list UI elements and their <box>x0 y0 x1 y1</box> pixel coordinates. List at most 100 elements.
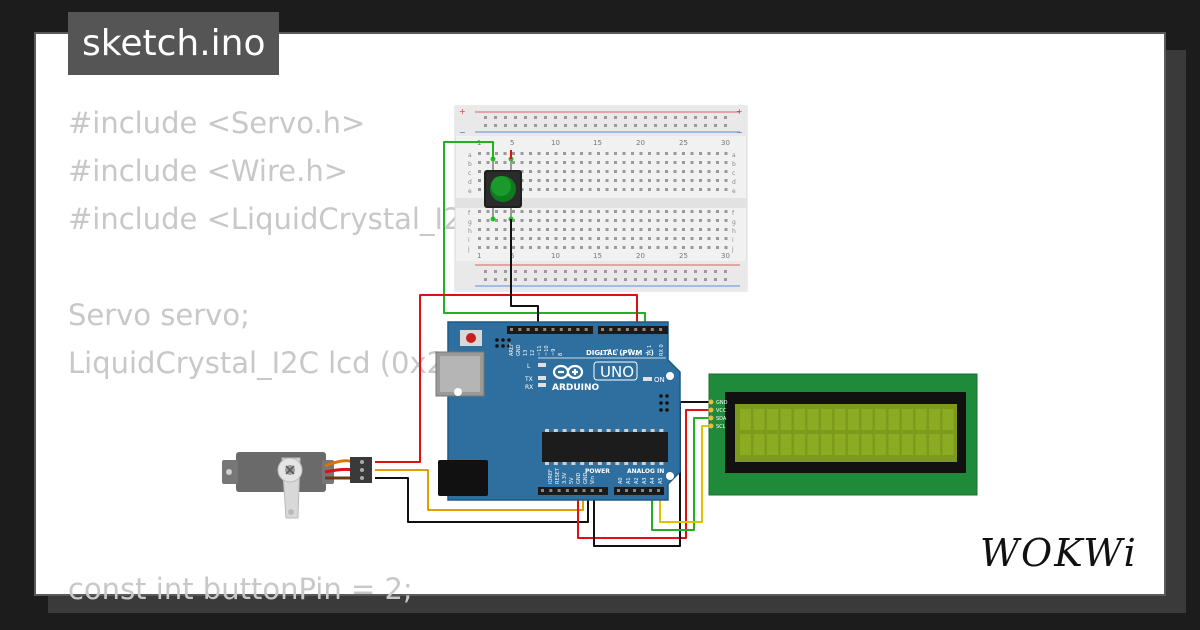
breadboard-hole <box>529 170 532 173</box>
rail-plus-label: + <box>736 107 743 116</box>
breadboard-hole <box>486 246 490 249</box>
breadboard-hole <box>716 161 719 164</box>
breadboard-hole <box>529 161 532 164</box>
column-number: 30 <box>721 252 730 260</box>
breadboard-hole <box>639 188 643 191</box>
rail-hole <box>584 278 587 281</box>
rail-hole <box>644 270 647 273</box>
row-letter: f <box>732 210 735 217</box>
rail-hole <box>704 116 707 119</box>
breadboard-hole <box>478 237 481 240</box>
lcd-cell <box>780 409 792 430</box>
rail-hole <box>594 124 597 127</box>
breadboard-hole <box>622 237 626 240</box>
chip-pin <box>641 462 646 465</box>
breadboard-hole <box>563 188 566 191</box>
rail-hole <box>694 116 697 119</box>
reset-button[interactable] <box>466 333 476 343</box>
column-number: 5 <box>510 252 514 260</box>
breadboard-hole <box>605 246 609 249</box>
pin-label: 4 <box>621 353 627 356</box>
breadboard-hole <box>486 219 490 222</box>
breadboard-hole <box>716 210 719 213</box>
rail-hole <box>584 124 587 127</box>
arduino-uno-board[interactable]: AREF GND 13 12 ~11 ~10 ~9 8 7 ~6 ~5 4 ~3… <box>435 321 681 501</box>
rail-hole <box>604 270 607 273</box>
breadboard-hole <box>520 170 524 173</box>
breadboard-hole <box>529 246 532 249</box>
rail-hole <box>554 270 557 273</box>
led-rx <box>538 383 546 387</box>
breadboard-hole <box>673 210 677 213</box>
breadboard-hole <box>648 219 651 222</box>
chip-pin <box>589 462 593 465</box>
breadboard-hole <box>580 228 583 231</box>
header-pin <box>549 489 553 492</box>
breadboard-hole <box>478 219 481 222</box>
rail-hole <box>544 116 547 119</box>
pin-label: 8 <box>558 353 564 356</box>
header-pin <box>574 489 578 492</box>
breadboard-hole <box>614 228 617 231</box>
breadboard-hole <box>690 161 694 164</box>
breadboard-hole <box>588 246 592 249</box>
breadboard-hole <box>554 210 558 213</box>
breadboard-hole <box>580 237 583 240</box>
pin-label: 2 <box>635 353 641 356</box>
chip-pin <box>641 429 646 432</box>
breadboard-hole <box>699 228 702 231</box>
chip-pin <box>545 429 549 432</box>
breadboard-hole <box>724 179 728 182</box>
rail-hole <box>534 124 537 127</box>
breadboard-hole <box>580 210 583 213</box>
breadboard-hole <box>716 188 719 191</box>
breadboard-hole <box>724 210 728 213</box>
breadboard-hole <box>699 179 702 182</box>
breadboard-hole <box>520 152 524 155</box>
pin-label: GND <box>716 400 728 406</box>
servo-motor[interactable] <box>222 452 372 519</box>
row-letter: j <box>731 246 734 253</box>
chip-pin <box>659 429 664 432</box>
chip-pin <box>597 462 602 465</box>
rail-hole <box>624 124 627 127</box>
header-pin <box>642 328 646 331</box>
lcd-display[interactable]: GND VCC SDA SCL <box>708 373 978 496</box>
breadboard-hole <box>495 161 498 164</box>
rail-hole <box>674 278 677 281</box>
rail-hole <box>704 270 707 273</box>
rail-hole <box>554 278 557 281</box>
breadboard-hole <box>656 246 660 249</box>
header-pin <box>657 489 660 492</box>
digital-pins <box>510 328 663 331</box>
breadboard-hole <box>665 188 668 191</box>
lcd-cell <box>753 434 765 455</box>
rail-hole <box>504 124 507 127</box>
breadboard-hole <box>512 152 515 155</box>
arduino-brand: ARDUINO <box>552 383 600 393</box>
code-line: const int buttonPin = 2; <box>68 572 413 606</box>
breadboard-hole <box>614 170 617 173</box>
lcd-cell <box>929 409 940 430</box>
breadboard-hole <box>580 161 583 164</box>
breadboard-hole <box>648 170 651 173</box>
file-tab[interactable]: sketch.ino <box>68 12 280 75</box>
breadboard-hole <box>622 228 626 231</box>
led-on-label: ON <box>654 376 665 384</box>
rail-hole <box>614 278 617 281</box>
lcd-cell <box>929 434 940 455</box>
breadboard-hole <box>546 219 549 222</box>
lcd-cell <box>915 434 927 455</box>
breadboard-hole <box>631 210 634 213</box>
breadboard-hole <box>503 161 507 164</box>
push-button[interactable] <box>484 156 522 222</box>
breadboard-hole <box>614 179 617 182</box>
row-letter: a <box>732 152 736 159</box>
chip-pin <box>580 462 585 465</box>
header-pin <box>633 489 636 492</box>
breadboard-hole <box>648 246 651 249</box>
breadboard-hole <box>682 237 685 240</box>
rail-hole <box>604 116 607 119</box>
breadboard-hole <box>682 170 685 173</box>
rail-hole <box>684 124 687 127</box>
